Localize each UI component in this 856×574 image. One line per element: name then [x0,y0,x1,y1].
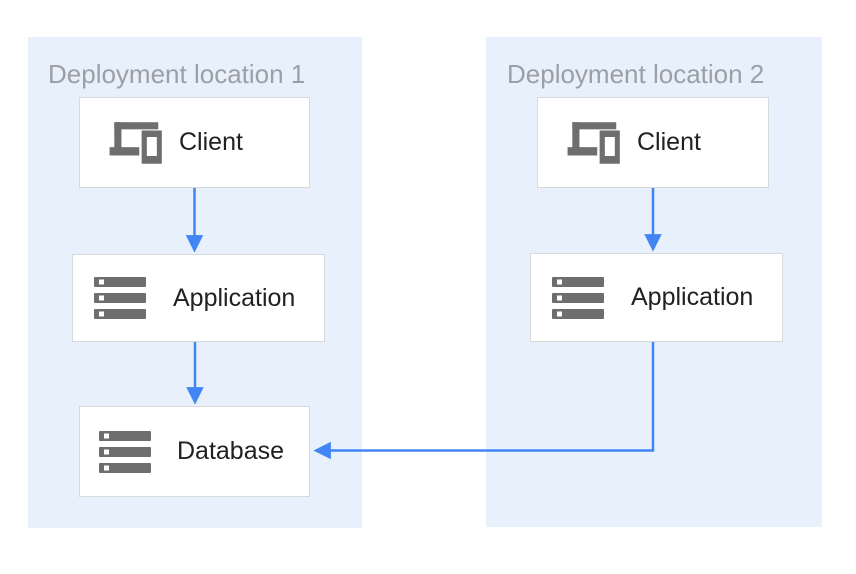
devices-icon [567,121,620,164]
deployment-location-2-title: Deployment location 2 [507,59,765,89]
node-label: Application [631,283,754,311]
application-node-location-2: Application [530,253,783,342]
devices-icon [109,121,162,164]
deployment-location-1-title: Deployment location 1 [48,59,306,89]
server-stack-icon [552,276,604,319]
client-node-location-1: Client [79,97,310,188]
node-label: Application [173,283,296,312]
database-node-location-1: Database [79,406,310,497]
application-node-location-1: Application [72,254,325,342]
client-node-location-2: Client [537,97,769,188]
node-label: Client [637,128,701,156]
server-stack-icon [94,277,146,319]
server-stack-icon [99,430,151,473]
node-label: Database [177,437,285,465]
node-label: Client [179,128,243,156]
